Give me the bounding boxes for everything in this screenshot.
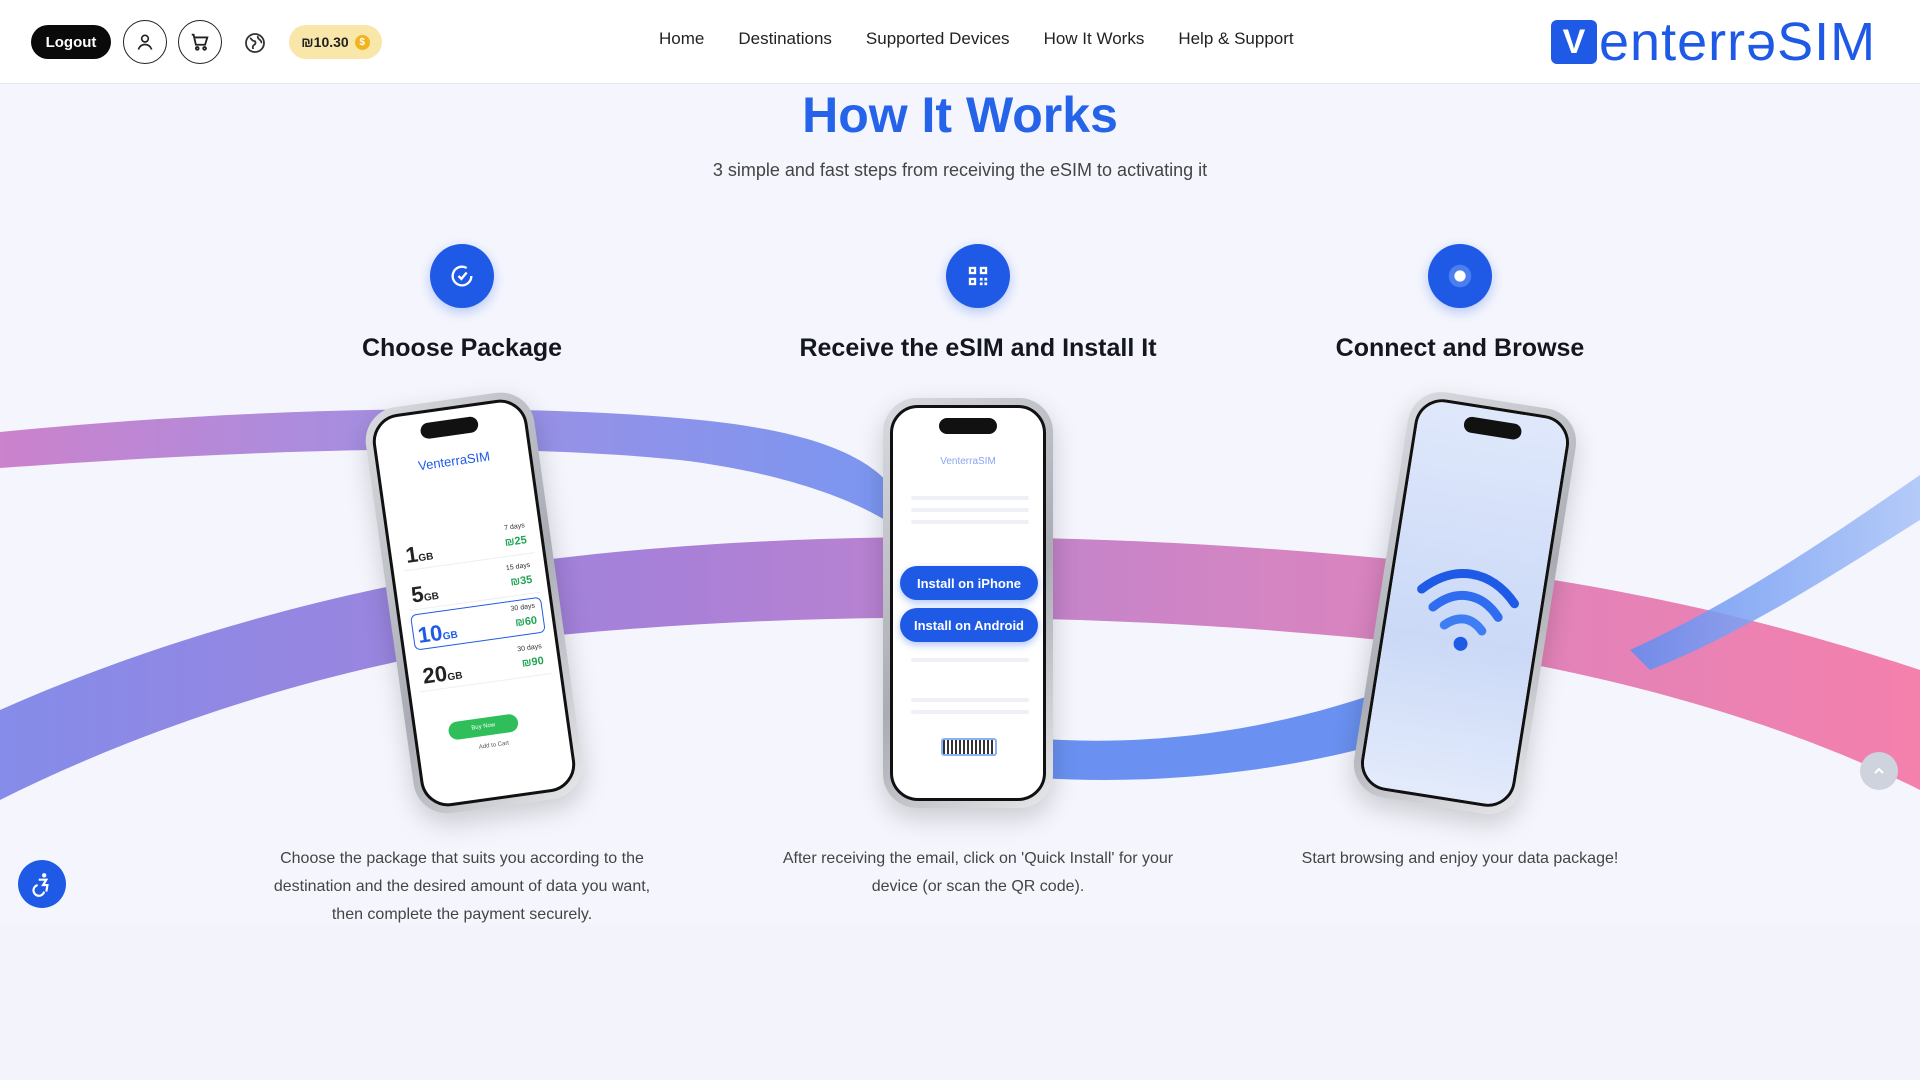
- package-unit: GB: [423, 590, 440, 604]
- page-lower-area: [0, 925, 1920, 1080]
- phone-2-qr-code: [941, 738, 997, 756]
- phone-1-logo: VenterraSIM: [417, 448, 491, 474]
- phone-mockup-install-esim: VenterraSIM Install on iPhone Install on…: [883, 398, 1053, 808]
- phone-2-logo: VenterraSIM: [940, 456, 996, 467]
- placeholder-line: [911, 508, 1029, 512]
- wallet-balance-badge[interactable]: ₪10.30 $: [289, 25, 382, 59]
- package-days: 7 days: [503, 522, 526, 533]
- placeholder-line: [911, 658, 1029, 662]
- step-1-title: Choose Package: [361, 334, 563, 362]
- step-3-icon-badge: [1428, 244, 1492, 308]
- package-price: ₪90: [521, 654, 545, 670]
- section-title: How It Works: [802, 87, 1118, 143]
- balance-amount: ₪10.30: [301, 34, 349, 50]
- user-icon: [137, 34, 153, 50]
- nav-destinations[interactable]: Destinations: [738, 29, 832, 48]
- signal-dot-icon: [1448, 264, 1472, 288]
- cart-icon: [191, 33, 209, 51]
- step-1-icon-badge: [430, 244, 494, 308]
- account-button[interactable]: [123, 20, 167, 64]
- step-2-icon-badge: [946, 244, 1010, 308]
- package-gb: 20: [420, 660, 449, 689]
- package-unit: GB: [417, 551, 435, 565]
- step-3-title: Connect and Browse: [1335, 334, 1585, 362]
- logo-mark: V: [1551, 20, 1597, 64]
- coin-icon: $: [354, 34, 370, 50]
- placeholder-line: [911, 496, 1029, 500]
- step-2-description: After receiving the email, click on 'Qui…: [782, 850, 1174, 895]
- step-1-description: Choose the package that suits you accord…: [273, 850, 651, 923]
- accessibility-icon: [32, 873, 49, 897]
- chevron-up-icon: [1874, 767, 1884, 774]
- globe-icon: [245, 33, 265, 53]
- package-days: 30 days: [516, 643, 543, 654]
- phone-3-screen: [1356, 395, 1574, 811]
- package-unit: GB: [442, 629, 459, 643]
- package-price: ₪25: [504, 534, 528, 550]
- package-price: ₪35: [509, 573, 534, 589]
- top-header: Logout ₪10.30 $ Home Destinations Suppor…: [0, 0, 1920, 84]
- scroll-to-top-button[interactable]: [1860, 752, 1898, 790]
- language-button[interactable]: [240, 28, 270, 58]
- step-3-description: Start browsing and enjoy your data packa…: [1301, 850, 1619, 867]
- package-days: 30 days: [510, 602, 536, 613]
- phone-notch: [419, 415, 480, 440]
- wifi-icon: [1417, 569, 1519, 651]
- install-on-android-button: Install on Android: [900, 608, 1038, 642]
- package-price: ₪60: [514, 614, 538, 630]
- logo-wordmark: enterrəSIM: [1599, 12, 1877, 72]
- accessibility-button[interactable]: [18, 860, 66, 908]
- check-circle-icon: [451, 265, 473, 287]
- phone-1-buy-button: Buy Now: [447, 713, 520, 741]
- qr-code-icon: [968, 266, 988, 286]
- step-2-title: Receive the eSIM and Install It: [799, 334, 1157, 362]
- install-on-iphone-button: Install on iPhone: [900, 566, 1038, 600]
- nav-help-support[interactable]: Help & Support: [1178, 29, 1294, 48]
- nav-how-it-works[interactable]: How It Works: [1043, 29, 1145, 48]
- nav-supported-devices[interactable]: Supported Devices: [865, 29, 1010, 48]
- package-days: 15 days: [505, 561, 531, 573]
- logout-button[interactable]: Logout: [31, 25, 111, 59]
- package-gb: 10: [416, 619, 444, 648]
- package-unit: GB: [446, 670, 464, 684]
- section-subtitle: 3 simple and fast steps from receiving t…: [712, 160, 1208, 180]
- cart-button[interactable]: [178, 20, 222, 64]
- phone-2-screen: VenterraSIM Install on iPhone Install on…: [890, 405, 1046, 801]
- main-nav: Home Destinations Supported Devices How …: [659, 29, 1294, 49]
- brand-logo[interactable]: V enterrəSIM: [1551, 12, 1877, 72]
- nav-home[interactable]: Home: [659, 29, 705, 48]
- placeholder-line: [911, 520, 1029, 524]
- phone-mockup-connect-browse: [1348, 387, 1582, 819]
- placeholder-line: [911, 698, 1029, 702]
- placeholder-line: [911, 710, 1029, 714]
- phone-1-add-to-cart: Add to Cart: [478, 740, 510, 751]
- phone-notch: [939, 418, 997, 434]
